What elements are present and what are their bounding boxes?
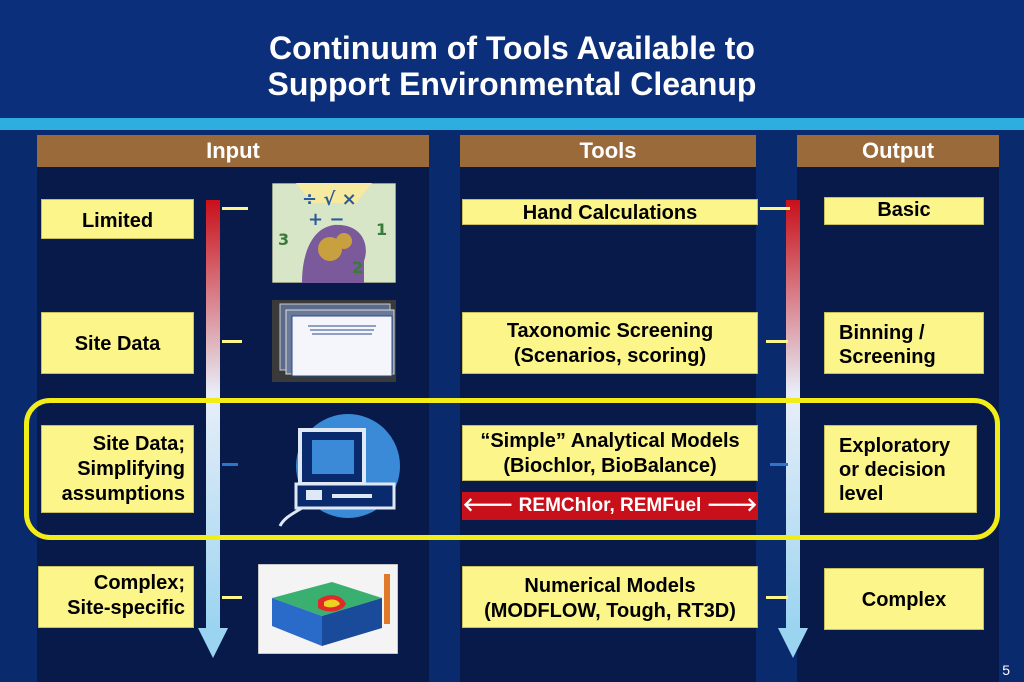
input-label: Limited <box>81 210 154 232</box>
input-tick-3 <box>222 463 238 466</box>
tool-box-simple-analytical: “Simple” Analytical Models (Biochlor, Bi… <box>462 425 758 481</box>
output-tick-2 <box>766 340 788 343</box>
remchlor-remfuel-label: 🡐 REMChlor, REMFuel 🡒 <box>462 492 758 520</box>
tool-label: (Biochlor, BioBalance) <box>503 455 717 477</box>
svg-text:÷ √ ×: ÷ √ × <box>302 189 357 210</box>
input-tick-1 <box>222 207 248 210</box>
output-label: Complex <box>861 589 947 611</box>
output-label: Exploratory <box>839 435 951 457</box>
input-tick-2 <box>222 340 242 343</box>
input-label: Simplifying <box>77 458 185 480</box>
output-label: or decision <box>839 459 946 481</box>
math-head-illustration: ÷ √ × + − 3 1 2 <box>272 183 396 283</box>
title-divider <box>0 118 1024 130</box>
output-tick-1 <box>760 207 790 210</box>
tool-box-taxonomic-screening: Taxonomic Screening (Scenarios, scoring) <box>462 312 758 374</box>
tool-box-hand-calculations: Hand Calculations <box>462 199 758 225</box>
output-tick-4 <box>766 596 788 599</box>
output-box-exploratory: Exploratory or decision level <box>824 425 977 513</box>
slide-title: Continuum of Tools Available to Support … <box>0 0 1024 118</box>
tool-label: “Simple” Analytical Models <box>480 430 740 452</box>
title-line-1: Continuum of Tools Available to <box>269 30 755 66</box>
svg-text:1: 1 <box>376 220 387 239</box>
output-tick-3 <box>770 463 788 466</box>
stacked-documents-illustration <box>272 300 396 382</box>
tool-label: Numerical Models <box>524 575 696 597</box>
page-number: 5 <box>1002 662 1010 678</box>
svg-text:2: 2 <box>352 258 363 277</box>
input-tick-4 <box>222 596 242 599</box>
output-box-binning: Binning / Screening <box>824 312 984 374</box>
output-column-header: Output <box>797 135 999 167</box>
input-label: Site Data; <box>92 433 185 455</box>
input-label: Site-specific <box>67 597 185 619</box>
svg-text:+ −: + − <box>308 209 344 230</box>
output-continuum-arrow <box>778 200 808 658</box>
output-label: Binning / <box>839 322 925 344</box>
input-box-site-data: Site Data <box>41 312 194 374</box>
highlight-frame <box>24 398 1000 540</box>
input-column-header: Input <box>37 135 429 167</box>
tools-column-header: Tools <box>460 135 756 167</box>
output-label: Basic <box>877 199 931 221</box>
output-box-complex: Complex <box>824 568 984 630</box>
tool-label: (Scenarios, scoring) <box>513 345 707 367</box>
svg-text:3: 3 <box>278 230 289 249</box>
tool-label: (MODFLOW, Tough, RT3D) <box>484 600 736 622</box>
title-line-2: Support Environmental Cleanup <box>267 66 757 102</box>
output-label: Screening <box>839 346 936 368</box>
input-label: Site Data <box>74 333 161 355</box>
input-continuum-arrow <box>198 200 228 658</box>
input-label: assumptions <box>61 483 185 505</box>
numerical-model-illustration <box>258 564 398 654</box>
input-box-simplifying: Site Data; Simplifying assumptions <box>41 425 194 513</box>
computer-illustration <box>278 414 400 527</box>
output-label: level <box>839 483 884 505</box>
tool-label: Taxonomic Screening <box>506 320 714 342</box>
input-label: Complex; <box>93 572 185 594</box>
tool-label: Hand Calculations <box>522 202 698 224</box>
tool-box-numerical-models: Numerical Models (MODFLOW, Tough, RT3D) <box>462 566 758 628</box>
output-box-basic: Basic <box>824 197 984 225</box>
input-box-limited: Limited <box>41 199 194 239</box>
input-box-complex: Complex; Site-specific <box>38 566 194 628</box>
